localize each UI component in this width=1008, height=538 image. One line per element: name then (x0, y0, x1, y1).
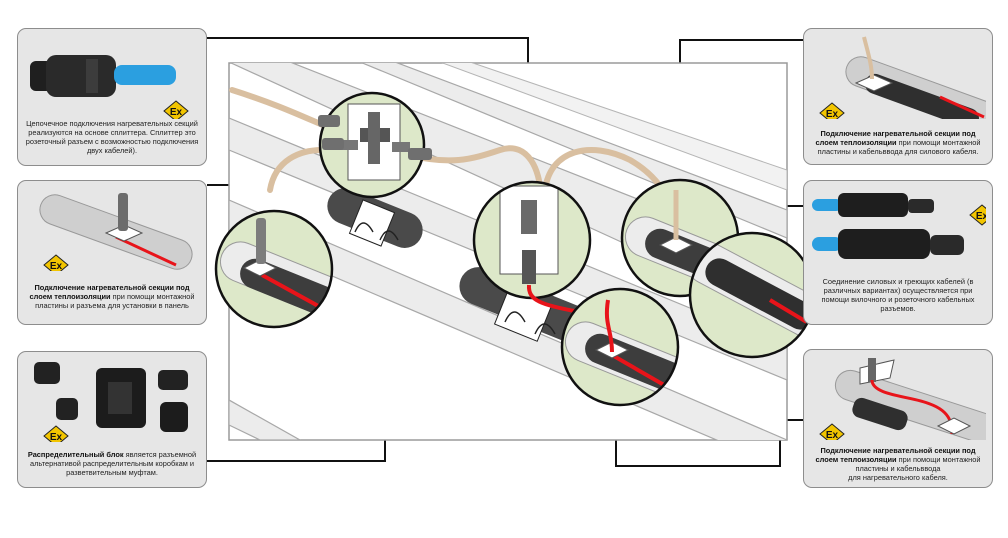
svg-text:Ex: Ex (50, 261, 63, 271)
heating-entry-photo: Ex (819, 358, 986, 440)
zoom-circle-panel-connector (214, 209, 334, 329)
zoom-circle-heating-entry (560, 287, 680, 407)
callout-heating-entry: Ex Подключение нагревательной секции под… (803, 349, 993, 488)
callout-distribution-block-text: Распределительный блок является разъемно… (27, 450, 197, 477)
callout-splitter-text: Цепочечное подключения нагревательных се… (25, 119, 199, 155)
callout-cable-joint-text: Соединение силовых и греющих кабелей (в … (821, 277, 975, 313)
svg-text:Ex: Ex (826, 109, 839, 119)
svg-text:Ex: Ex (976, 211, 986, 222)
callout-power-entry: Ex Подключение нагревательной секции под… (803, 28, 993, 165)
callout-power-entry-text: Подключение нагревательной секции под сл… (815, 129, 981, 156)
power-entry-photo: Ex (819, 36, 986, 119)
cable-joint-photo: Ex (812, 193, 986, 259)
zoom-circle-distribution-block (472, 180, 592, 300)
distribution-block-photo: Ex (34, 362, 188, 442)
callout-splitter: Ex Цепочечное подключения нагревательных… (17, 28, 207, 166)
callout-panel-connector-text: Подключение нагревательной секции под сл… (29, 283, 195, 310)
svg-text:Ex: Ex (826, 430, 839, 440)
callout-heating-entry-text: Подключение нагревательной секции под сл… (815, 446, 981, 482)
callout-distribution-block: Ex Распределительный блок является разъе… (17, 351, 207, 488)
callout-cable-joint: Ex Соединение силовых и греющих кабелей … (803, 180, 993, 325)
panel-connector-photo: Ex (39, 193, 193, 271)
exposed-pipe-left (327, 188, 423, 248)
zoom-circle-splitter (318, 91, 432, 199)
svg-text:Ex: Ex (170, 107, 183, 118)
svg-text:Ex: Ex (50, 432, 63, 442)
splitter-photo: Ex (30, 55, 189, 119)
zoom-circle-cable-joint (688, 231, 816, 359)
callout-panel-connector: Ex Подключение нагревательной секции под… (17, 180, 207, 325)
